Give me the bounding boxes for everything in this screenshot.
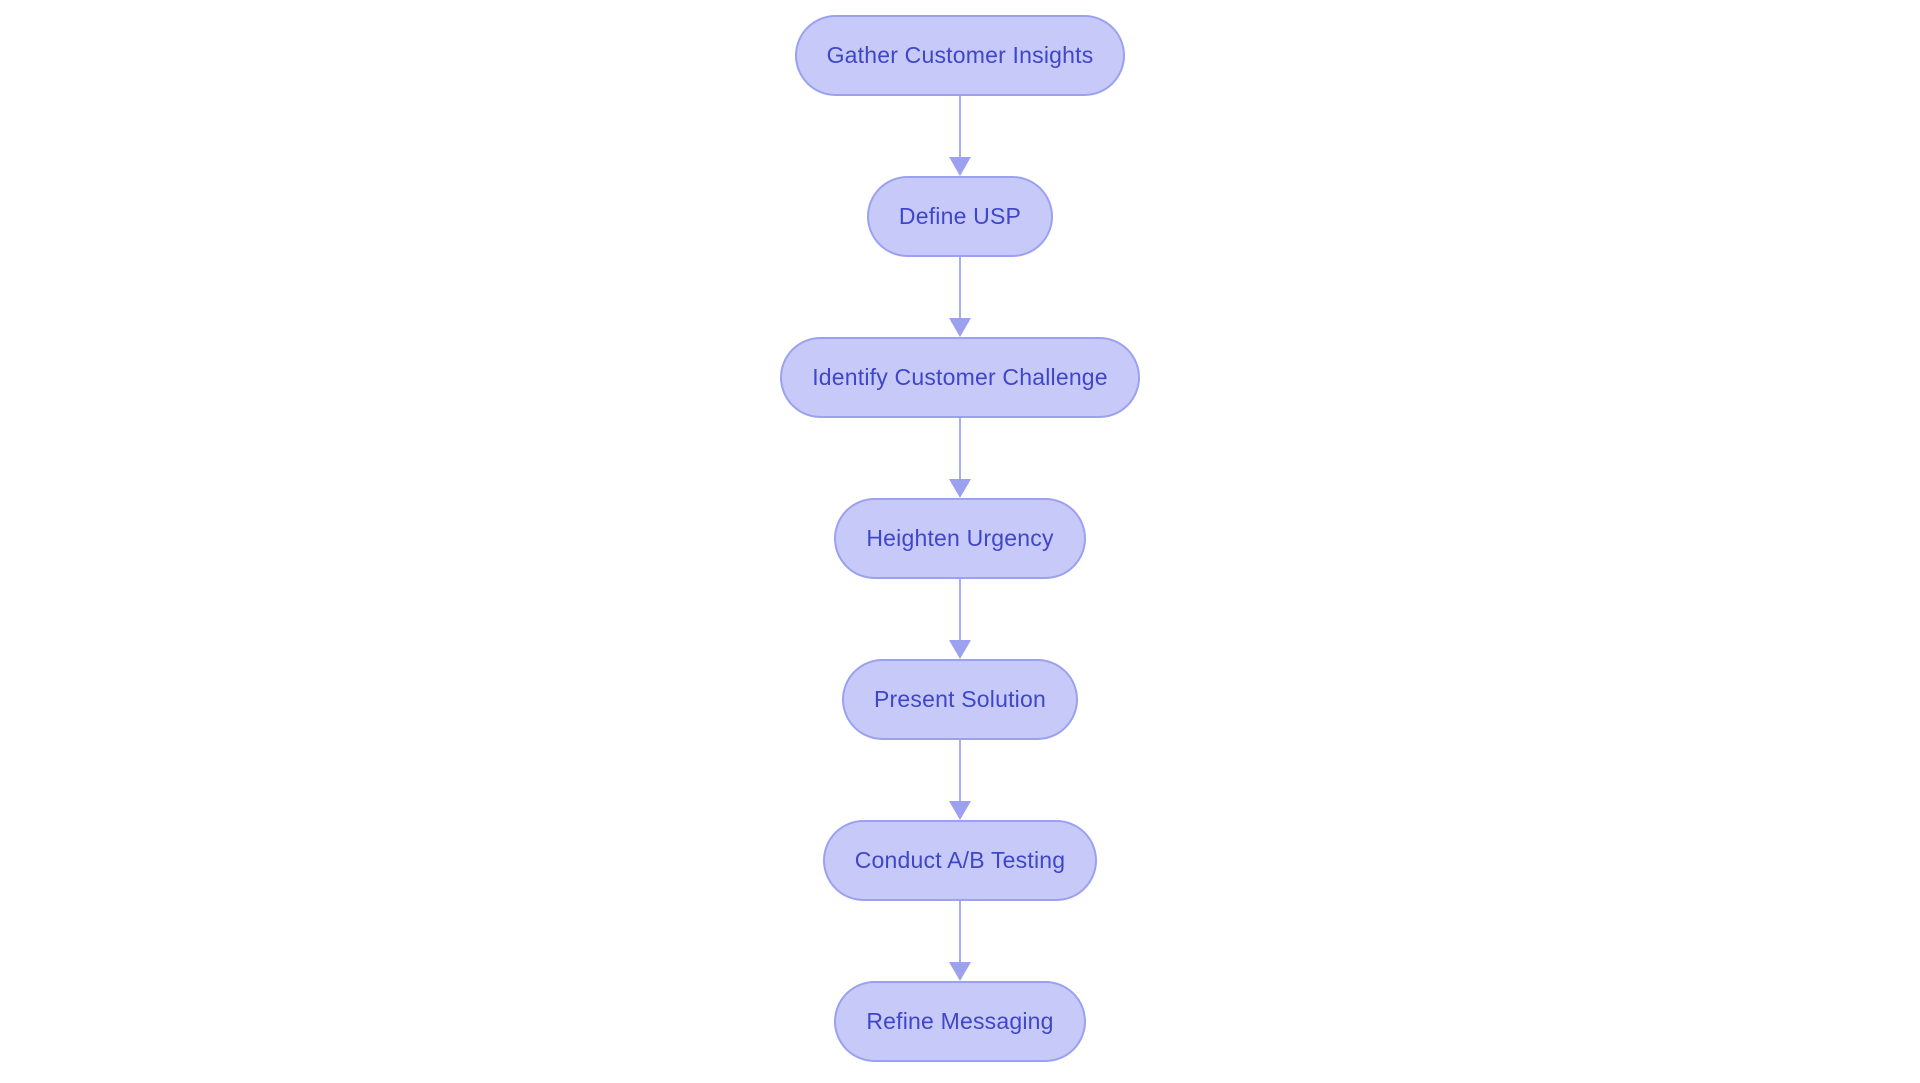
connector-line <box>958 579 962 641</box>
flow-node-define-usp: Define USP <box>866 176 1054 257</box>
flow-node-refine-messaging: Refine Messaging <box>834 981 1086 1062</box>
flow-node-label: Present Solution <box>874 686 1046 712</box>
flow-node-label: Conduct A/B Testing <box>854 847 1066 873</box>
arrow-down-icon <box>949 318 971 337</box>
flow-node-label: Define USP <box>898 203 1022 229</box>
flow-node-gather-customer-insights: Gather Customer Insights <box>794 15 1126 96</box>
flow-node-label: Heighten Urgency <box>866 525 1054 551</box>
flow-node-label: Refine Messaging <box>866 1008 1054 1034</box>
edge-connector <box>949 257 971 337</box>
connector-line <box>958 418 962 480</box>
edge-connector <box>949 579 971 659</box>
arrow-down-icon <box>949 157 971 176</box>
flow-node-conduct-ab-testing: Conduct A/B Testing <box>822 820 1098 901</box>
flow-node-label: Identify Customer Challenge <box>812 364 1108 390</box>
arrow-down-icon <box>949 801 971 820</box>
connector-line <box>958 257 962 319</box>
edge-connector <box>949 96 971 176</box>
flow-node-identify-customer-challenge: Identify Customer Challenge <box>780 337 1140 418</box>
flow-node-present-solution: Present Solution <box>842 659 1078 740</box>
arrow-down-icon <box>949 640 971 659</box>
edge-connector <box>949 740 971 820</box>
connector-line <box>958 96 962 158</box>
connector-line <box>958 740 962 802</box>
flow-node-label: Gather Customer Insights <box>826 42 1094 68</box>
connector-line <box>958 901 962 963</box>
arrow-down-icon <box>949 479 971 498</box>
flow-node-heighten-urgency: Heighten Urgency <box>834 498 1086 579</box>
edge-connector <box>949 418 971 498</box>
arrow-down-icon <box>949 962 971 981</box>
edge-connector <box>949 901 971 981</box>
